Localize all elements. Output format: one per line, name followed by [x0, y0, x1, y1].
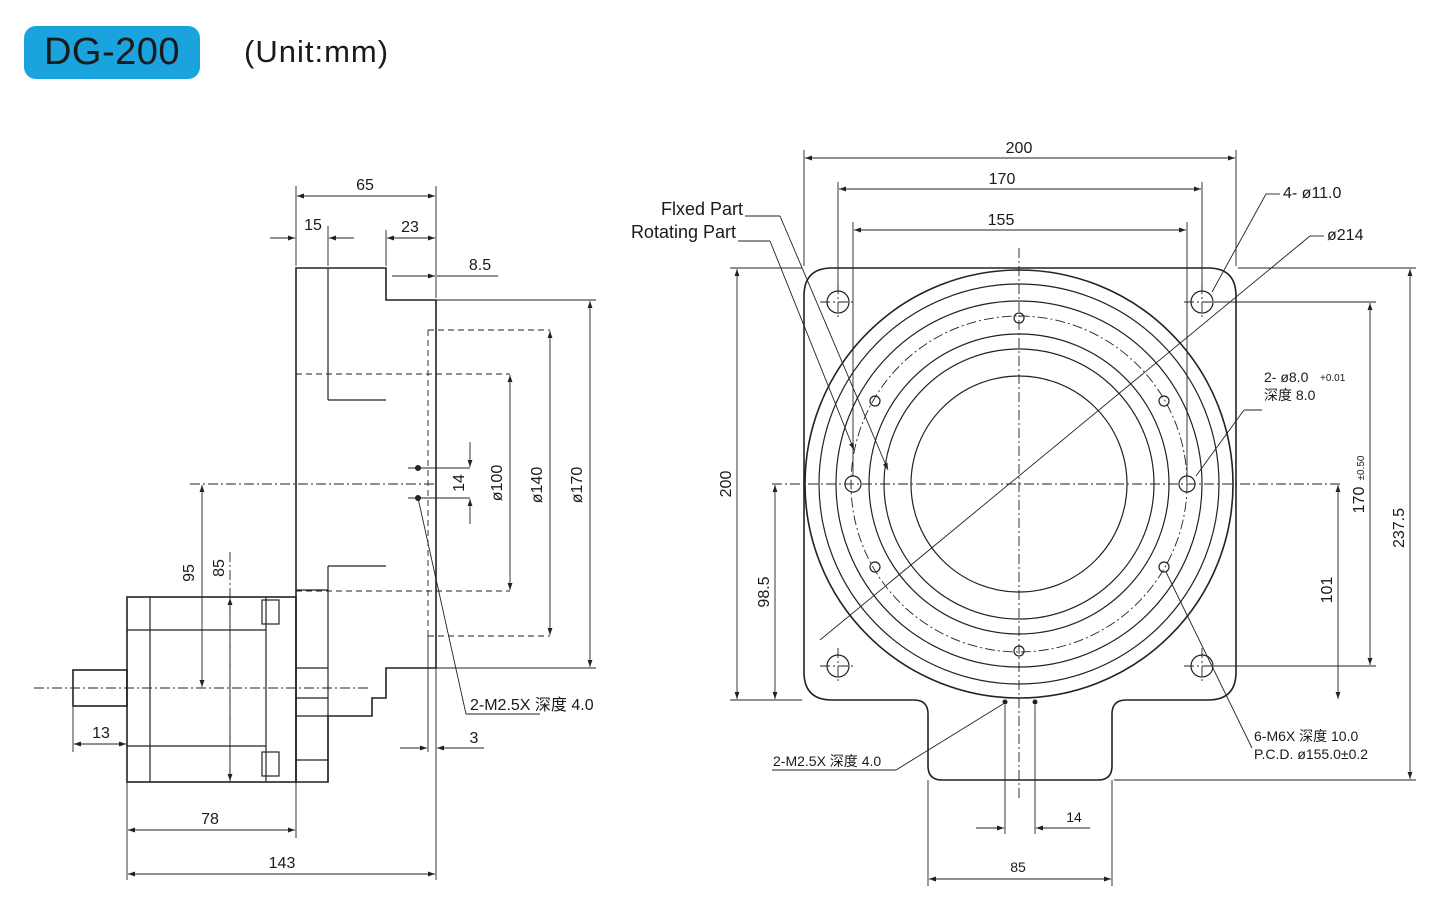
- motor-connector-bottom: [261, 751, 280, 777]
- dim-h98-5: 98.5: [756, 576, 773, 607]
- leader-tap-side: [417, 497, 467, 715]
- dim-23: 23: [401, 219, 419, 236]
- dowel-spec: 2- ø8.0: [1264, 369, 1309, 385]
- dim-143: 143: [269, 855, 296, 872]
- label-mount-holes: 4- ø11.0: [1283, 185, 1342, 202]
- leader-tap-bottom: [895, 703, 1004, 771]
- m6-hole: [1158, 561, 1170, 573]
- dim-w14: 14: [1066, 809, 1082, 825]
- label-d214: ø214: [1327, 227, 1364, 244]
- dim-78: 78: [201, 811, 219, 828]
- dim-95: 95: [181, 564, 198, 582]
- model-badge: DG-200: [24, 26, 200, 79]
- m6-hole: [869, 561, 881, 573]
- m6-holes: [869, 312, 1170, 657]
- dim-w155: 155: [988, 212, 1015, 229]
- side-view: 65 15 23 8.5 14 ø100 ø140 ø170 95 85 13: [34, 177, 596, 880]
- label-m6-1: 6-M6X 深度 10.0: [1254, 728, 1358, 744]
- plate-outline: [803, 267, 1237, 781]
- dim-3: 3: [470, 730, 479, 747]
- dim-14: 14: [451, 474, 468, 492]
- dim-d100: ø100: [489, 465, 506, 502]
- m6-hole: [1013, 645, 1025, 657]
- dim-w200: 200: [1006, 140, 1033, 157]
- callout-tap-side: 2-M2.5X 深度 4.0: [470, 696, 594, 714]
- motor-shaft: [72, 669, 128, 707]
- leader-d214: [819, 235, 1311, 641]
- label-m6-2: P.C.D. ø155.0±0.2: [1254, 746, 1368, 762]
- leader-mount-hole: [1211, 193, 1267, 293]
- leader-dowel: [1195, 409, 1245, 477]
- dim-w170: 170: [989, 171, 1016, 188]
- leader-rotating: [769, 240, 855, 451]
- label-dowel-1: 2- ø8.0: [1264, 369, 1309, 385]
- dim-d170: ø170: [569, 467, 586, 504]
- label-fixed-part: Flxed Part: [661, 199, 743, 219]
- dim-h170-tolerance: ±0.50: [1356, 455, 1367, 480]
- dim-15: 15: [304, 217, 322, 234]
- dim-d140: ø140: [529, 467, 546, 504]
- dim-13: 13: [92, 725, 110, 742]
- label-dowel-2: 深度 8.0: [1264, 387, 1316, 403]
- dim-h170: 170: [1351, 487, 1368, 514]
- motor-connector-top: [261, 599, 280, 625]
- leader-fixed: [779, 215, 889, 471]
- label-tap-bottom: 2-M2.5X 深度 4.0: [773, 753, 881, 769]
- top-view: 200 170 155 200 98.5 170 ±0.50 101 237.5: [631, 140, 1416, 886]
- tap-hole: [1002, 699, 1008, 705]
- motor-body: [126, 596, 297, 783]
- dim-w85: 85: [1010, 859, 1026, 875]
- dim-h101: 101: [1319, 577, 1336, 604]
- dim-8-5: 8.5: [469, 257, 491, 274]
- dim-h237-5: 237.5: [1391, 508, 1408, 548]
- tap-hole: [1032, 699, 1038, 705]
- m6-hole: [1158, 395, 1170, 407]
- label-rotating-part: Rotating Part: [631, 222, 736, 242]
- dim-65: 65: [356, 177, 374, 194]
- dim-85: 85: [211, 559, 228, 577]
- dim-h200: 200: [718, 471, 735, 498]
- label-dowel-tol: +0.01: [1320, 373, 1346, 384]
- leader-m6: [1165, 571, 1253, 749]
- m6-hole: [869, 395, 881, 407]
- unit-label: (Unit:mm): [244, 34, 390, 69]
- side-body-outline: [295, 267, 437, 783]
- m6-hole: [1013, 312, 1025, 324]
